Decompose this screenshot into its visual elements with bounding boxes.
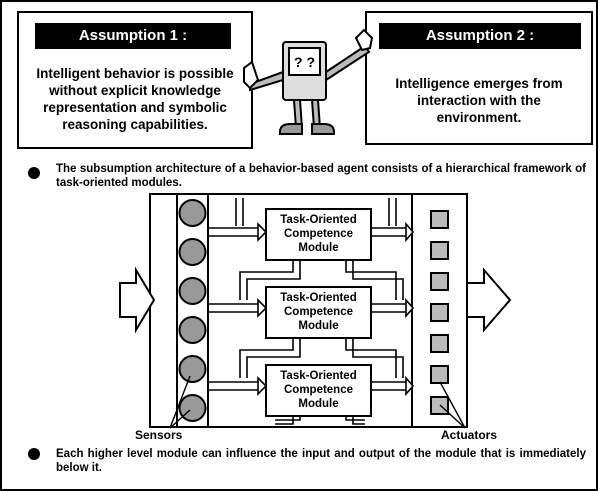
robot-icon <box>243 28 374 135</box>
competence-module-label: Competence <box>284 306 353 318</box>
bullet-1-text: The subsumption architecture of a behavi… <box>56 163 586 189</box>
sensor-circle <box>178 355 207 383</box>
output-arrow <box>466 267 512 333</box>
actuator-square <box>430 303 449 322</box>
actuator-square <box>430 365 449 384</box>
sensors-pointer-a <box>169 375 191 429</box>
sensor-circle <box>178 316 207 344</box>
actuator-square <box>430 334 449 353</box>
sensor-circle <box>178 238 207 266</box>
bullet-1-marker <box>28 167 40 179</box>
assumption-2-text: Intelligence emerges from interaction wi… <box>395 76 563 125</box>
flow-arrows <box>208 198 415 425</box>
assumption-2-title: Assumption 2 : <box>379 23 581 49</box>
bullet-2-text: Each higher level module can influence t… <box>56 448 586 474</box>
assumption-1-title: Assumption 1 : <box>35 23 231 49</box>
robot-screen-text: ? ? <box>294 54 315 70</box>
competence-module-label: Task-Oriented <box>280 214 356 226</box>
competence-module-label: Module <box>298 398 338 410</box>
competence-module-label: Competence <box>284 384 353 396</box>
actuator-square <box>430 210 449 229</box>
actuators-pointer-a <box>439 381 466 429</box>
assumption-2-box: Assumption 2 : Intelligence emerges from… <box>365 11 593 145</box>
competence-module-label: Task-Oriented <box>280 370 356 382</box>
competence-module-label: Task-Oriented <box>280 292 356 304</box>
assumption-1-text: Intelligent behavior is possible without… <box>36 66 234 132</box>
sensors-label: Sensors <box>135 428 183 442</box>
competence-module-box <box>265 286 372 339</box>
actuator-square <box>430 272 449 291</box>
sensor-circle <box>178 394 207 422</box>
sensors-pointer-b <box>169 409 191 429</box>
competence-module-label: Module <box>298 242 338 254</box>
actuator-square <box>430 396 449 415</box>
assumption-1-box: Assumption 1 : Intelligent behavior is p… <box>17 11 253 149</box>
sensor-circle <box>178 199 207 227</box>
sensor-circle <box>178 277 207 305</box>
competence-module-box <box>265 364 372 417</box>
competence-module-box <box>265 208 372 261</box>
sensor-column <box>176 193 209 428</box>
competence-module-label: Competence <box>284 228 353 240</box>
competence-module-label: Module <box>298 320 338 332</box>
input-arrow <box>119 266 156 334</box>
actuator-square <box>430 241 449 260</box>
bullet-2-marker <box>28 448 40 460</box>
actuators-label: Actuators <box>441 428 498 442</box>
actuators-pointer-b <box>439 404 466 429</box>
